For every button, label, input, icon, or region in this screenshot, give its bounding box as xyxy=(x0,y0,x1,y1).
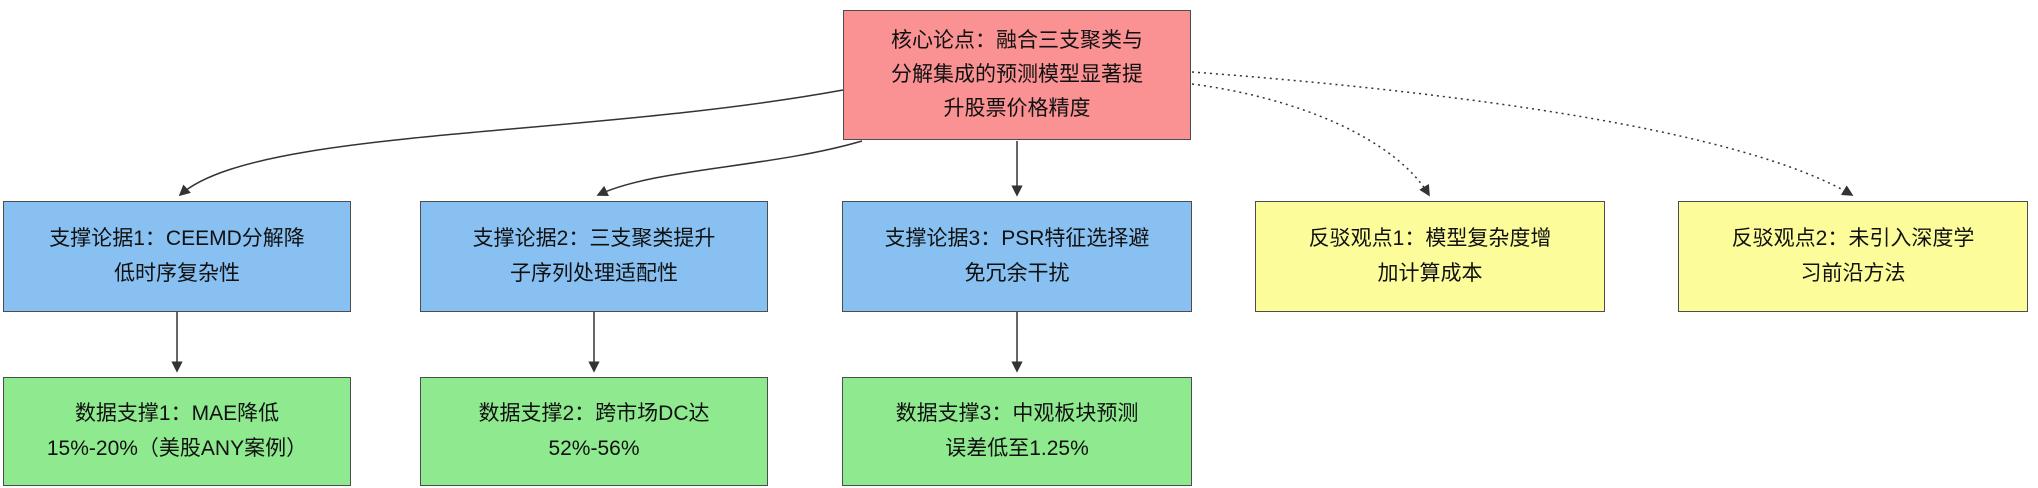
node-supporting-argument-3: 支撑论据3：PSR特征选择避 免冗余干扰 xyxy=(842,201,1192,312)
node-counter-argument-2-label: 反驳观点2：未引入深度学 习前沿方法 xyxy=(1731,227,1975,285)
node-counter-argument-1-label: 反驳观点1：模型复杂度增 加计算成本 xyxy=(1308,227,1552,285)
node-supporting-argument-1: 支撑论据1：CEEMD分解降 低时序复杂性 xyxy=(3,201,351,312)
edge-core-to-support2 xyxy=(596,140,863,196)
node-supporting-argument-2: 支撑论据2：三支聚类提升 子序列处理适配性 xyxy=(420,201,768,312)
node-core-claim-label: 核心论点：融合三支聚类与 分解集成的预测模型显著提 升股票价格精度 xyxy=(891,28,1143,120)
node-counter-argument-1: 反驳观点1：模型复杂度增 加计算成本 xyxy=(1255,201,1605,312)
edge-core-to-counter1 xyxy=(1191,83,1430,197)
edge-core-to-counter2 xyxy=(1191,71,1854,196)
node-counter-argument-2: 反驳观点2：未引入深度学 习前沿方法 xyxy=(1678,201,2028,312)
node-data-evidence-2-label: 数据支撑2：跨市场DC达 52%-56% xyxy=(478,402,710,460)
node-data-evidence-1: 数据支撑1：MAE降低 15%-20%（美股ANY案例） xyxy=(3,377,351,486)
node-data-evidence-3: 数据支撑3：中观板块预测 误差低至1.25% xyxy=(842,377,1192,486)
edge-core-to-support1 xyxy=(178,89,844,197)
node-data-evidence-3-label: 数据支撑3：中观板块预测 误差低至1.25% xyxy=(895,402,1139,460)
node-data-evidence-2: 数据支撑2：跨市场DC达 52%-56% xyxy=(420,377,768,486)
node-supporting-argument-1-label: 支撑论据1：CEEMD分解降 低时序复杂性 xyxy=(49,227,305,285)
node-data-evidence-1-label: 数据支撑1：MAE降低 15%-20%（美股ANY案例） xyxy=(46,402,308,460)
node-supporting-argument-3-label: 支撑论据3：PSR特征选择避 免冗余干扰 xyxy=(884,227,1150,285)
node-supporting-argument-2-label: 支撑论据2：三支聚类提升 子序列处理适配性 xyxy=(472,227,716,285)
node-core-claim: 核心论点：融合三支聚类与 分解集成的预测模型显著提 升股票价格精度 xyxy=(843,10,1191,140)
